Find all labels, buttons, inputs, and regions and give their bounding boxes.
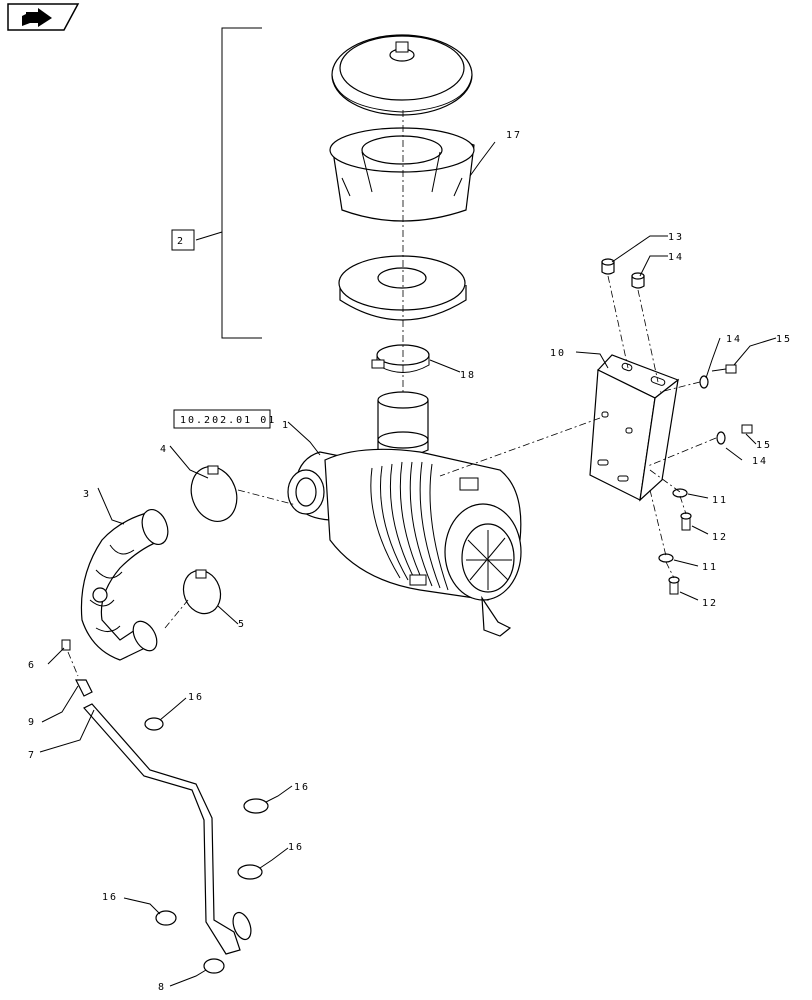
assembly-bracket bbox=[195, 27, 262, 339]
forward-arrow-icon[interactable] bbox=[7, 3, 80, 31]
clamp-part-16a[interactable] bbox=[144, 717, 164, 731]
clamp-part-4[interactable] bbox=[184, 460, 244, 528]
assembly-label-text: 2 bbox=[177, 236, 185, 247]
mounting-bracket-part-10[interactable] bbox=[589, 354, 680, 502]
washer-14a[interactable] bbox=[699, 375, 709, 389]
washer-11a[interactable] bbox=[672, 488, 688, 498]
clamp-part-18[interactable] bbox=[371, 344, 430, 373]
washer-14b[interactable] bbox=[716, 431, 726, 445]
callout-15a: 15 bbox=[776, 334, 792, 345]
callout-14c: 14 bbox=[752, 456, 768, 467]
leader-lines bbox=[39, 141, 777, 987]
callout-17: 17 bbox=[506, 130, 522, 141]
callout-16a: 16 bbox=[188, 692, 204, 703]
hose-part-3[interactable] bbox=[80, 506, 172, 661]
callout-13: 13 bbox=[668, 232, 684, 243]
callout-9: 9 bbox=[28, 717, 36, 728]
callout-8: 8 bbox=[158, 982, 166, 993]
clamp-part-16d[interactable] bbox=[155, 910, 177, 926]
clamp-part-5[interactable] bbox=[178, 565, 227, 619]
reference-box-text: 10.202.01 01 bbox=[180, 415, 276, 426]
callout-14b: 14 bbox=[726, 334, 742, 345]
callout-4: 4 bbox=[160, 444, 168, 455]
fitting-part-6[interactable] bbox=[61, 639, 71, 651]
callout-10: 10 bbox=[550, 348, 566, 359]
callout-7: 7 bbox=[28, 750, 36, 761]
bolt-12a[interactable] bbox=[680, 512, 692, 531]
inner-element-part[interactable] bbox=[338, 255, 467, 321]
fitting-part-8[interactable] bbox=[203, 958, 225, 974]
callout-12b: 12 bbox=[702, 598, 718, 609]
assembly-label-box[interactable]: 2 bbox=[171, 229, 195, 251]
callout-6: 6 bbox=[28, 660, 36, 671]
filter-star-icon bbox=[466, 530, 512, 590]
air-cleaner-body[interactable] bbox=[287, 391, 522, 637]
bolt-15b[interactable] bbox=[741, 424, 753, 434]
callouts: 1 3 4 5 6 7 8 9 10 11 11 12 12 13 14 14 … bbox=[28, 130, 792, 993]
reference-box[interactable]: 10.202.01 01 bbox=[173, 409, 276, 429]
fastener-13[interactable] bbox=[601, 258, 615, 275]
callout-11b: 11 bbox=[702, 562, 718, 573]
elbow-part-9[interactable] bbox=[75, 679, 93, 697]
callout-1: 1 bbox=[282, 420, 290, 431]
washer-11b[interactable] bbox=[658, 553, 674, 563]
bolt-12b[interactable] bbox=[668, 576, 680, 595]
callout-11a: 11 bbox=[712, 495, 728, 506]
clamp-part-16c[interactable] bbox=[237, 864, 263, 880]
callout-3: 3 bbox=[83, 489, 91, 500]
tube-part-7[interactable] bbox=[83, 703, 254, 955]
callout-5: 5 bbox=[238, 619, 246, 630]
bolt-15a[interactable] bbox=[711, 364, 737, 374]
clamp-part-16b[interactable] bbox=[243, 798, 269, 814]
callout-16c: 16 bbox=[288, 842, 304, 853]
fastener-14-top[interactable] bbox=[631, 272, 645, 289]
callout-18: 18 bbox=[460, 370, 476, 381]
callout-16b: 16 bbox=[294, 782, 310, 793]
callout-12a: 12 bbox=[712, 532, 728, 543]
callout-15b: 15 bbox=[756, 440, 772, 451]
element-part-17[interactable] bbox=[329, 127, 475, 222]
callout-16d: 16 bbox=[102, 892, 118, 903]
callout-14a: 14 bbox=[668, 252, 684, 263]
cover-part[interactable] bbox=[331, 34, 473, 116]
